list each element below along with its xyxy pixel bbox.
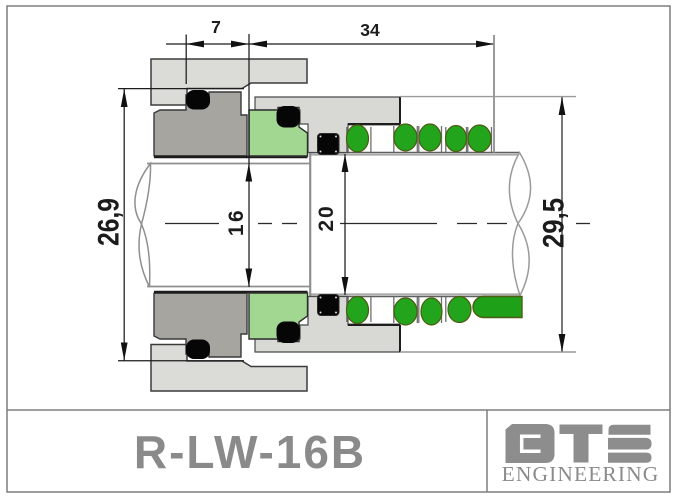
svg-text:29,5: 29,5 <box>538 198 571 248</box>
svg-text:34: 34 <box>360 20 380 40</box>
svg-text:ENGINEERING: ENGINEERING <box>502 462 660 486</box>
svg-text:26,9: 26,9 <box>93 198 126 246</box>
svg-text:16: 16 <box>225 208 248 236</box>
svg-text:20: 20 <box>315 204 338 231</box>
svg-text:7: 7 <box>211 17 221 37</box>
svg-text:R-LW-16B: R-LW-16B <box>134 426 366 478</box>
